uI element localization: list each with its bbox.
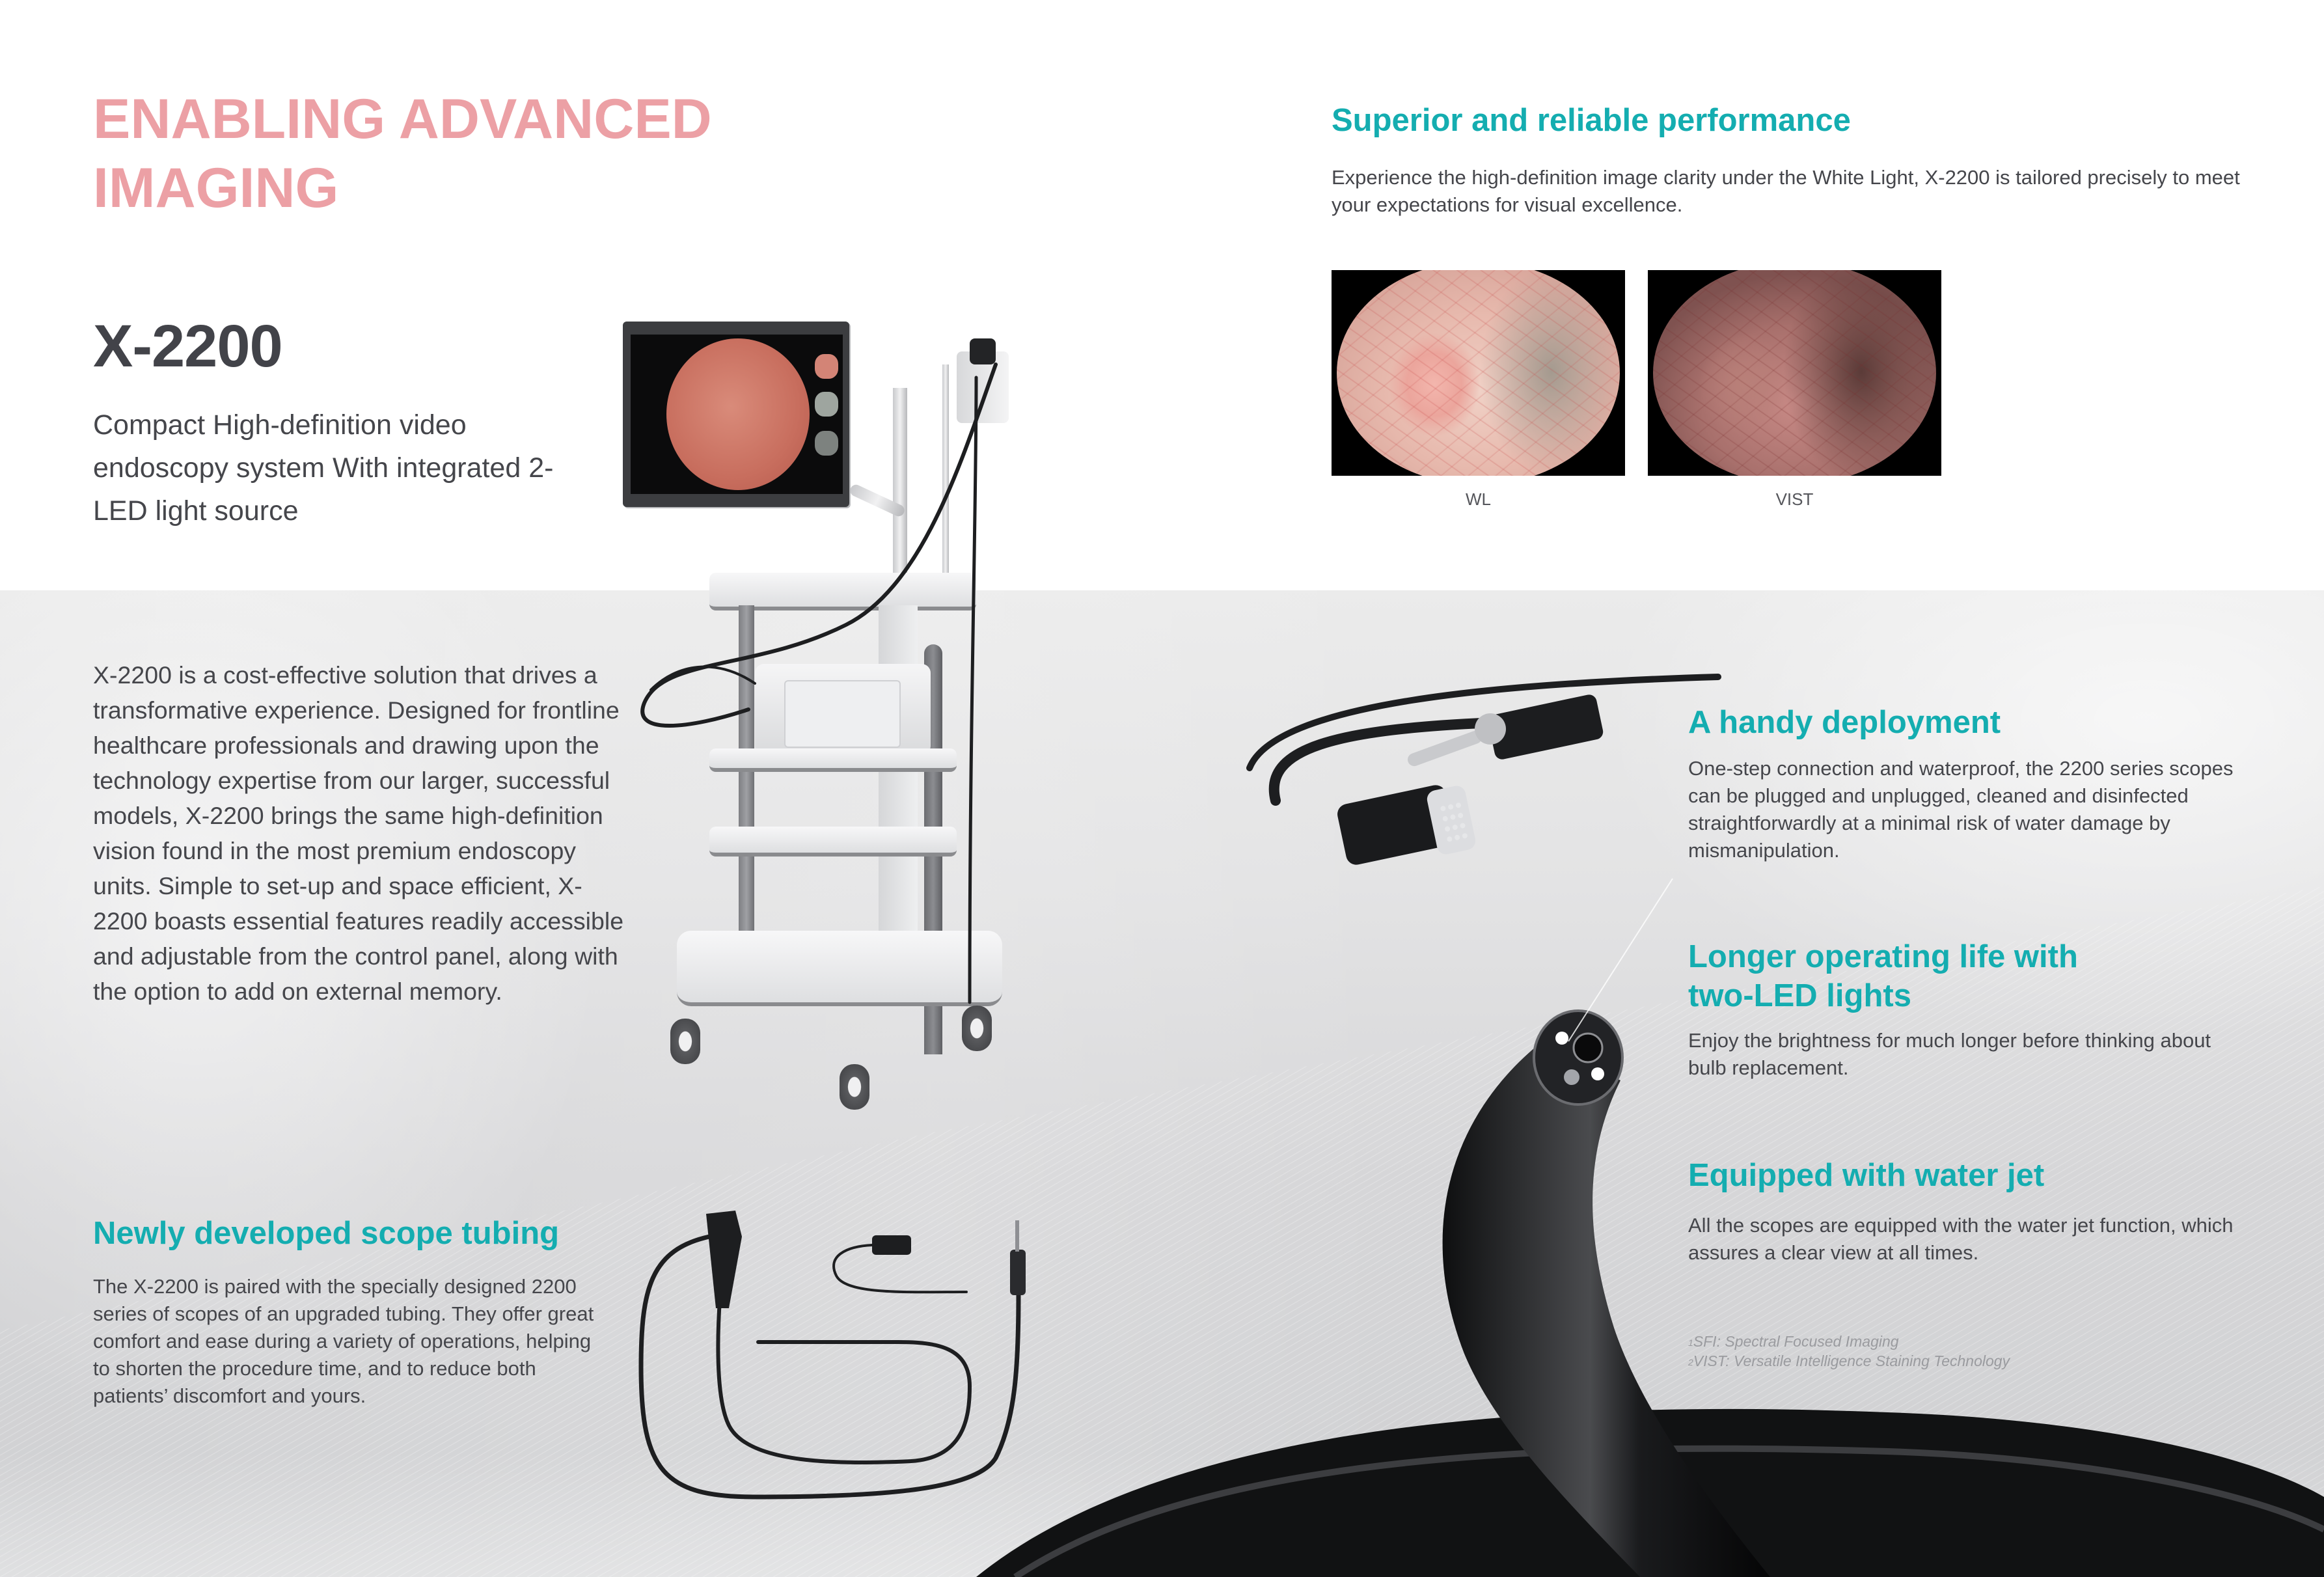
performance-heading: Superior and reliable performance [1332, 103, 1851, 138]
footnotes: 1SFI: Spectral Focused Imaging 2VIST: Ve… [1688, 1332, 2010, 1371]
feature-heading-water-jet: Equipped with water jet [1688, 1158, 2045, 1193]
endoscopy-image-vist [1648, 270, 1941, 476]
image-label-vist: VIST [1775, 489, 1814, 509]
footnote-vist: 2VIST: Versatile Intelligence Staining T… [1688, 1352, 2010, 1369]
tubing-body: The X-2200 is paired with the specially … [93, 1275, 594, 1407]
feature-body-led-life: Enjoy the brightness for much longer bef… [1688, 1029, 2211, 1079]
performance-body: Experience the high-definition image cla… [1332, 166, 2240, 216]
model-subtitle: Compact High-definition video endoscopy … [93, 409, 554, 527]
intro-paragraph: X-2200 is a cost-effective solution that… [93, 661, 624, 1005]
image-label-wl: WL [1466, 489, 1491, 509]
tubing-heading: Newly developed scope tubing [93, 1216, 560, 1251]
video-processor [755, 664, 931, 755]
background-glow [0, 590, 2324, 1577]
footnote-sfi: 1SFI: Spectral Focused Imaging [1688, 1333, 1899, 1350]
feature-body-handy-deployment: One-step connection and waterproof, the … [1688, 757, 2234, 862]
feature-heading-led-life: Longer operating life with two-LED light… [1688, 939, 2078, 1013]
monitor [623, 322, 849, 507]
model-name: X-2200 [93, 313, 283, 379]
feature-heading-handy-deployment: A handy deployment [1688, 705, 2001, 740]
hero-title: ENABLING ADVANCED IMAGING [93, 88, 712, 219]
feature-body-water-jet: All the scopes are equipped with the wat… [1688, 1214, 2234, 1264]
endoscopy-image-wl [1332, 270, 1625, 476]
